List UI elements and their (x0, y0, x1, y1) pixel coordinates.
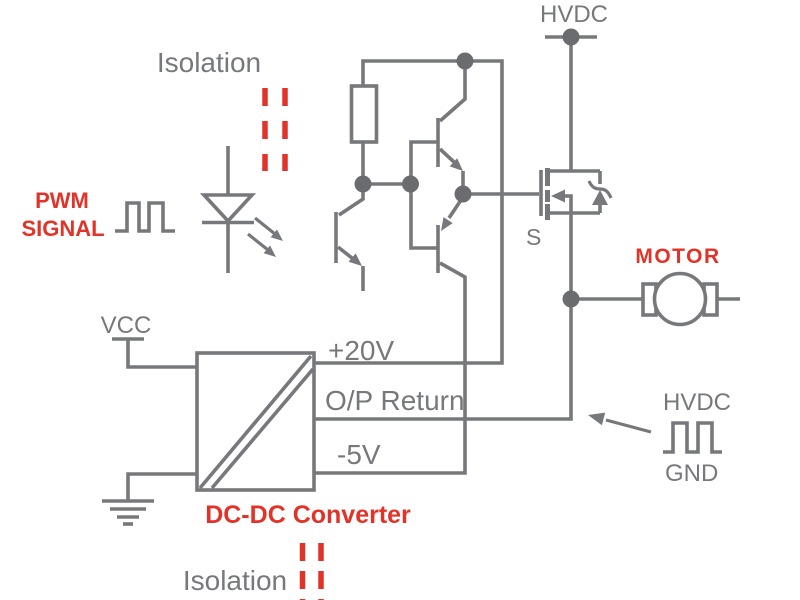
hvdc-gnd-label-line2: GND (665, 460, 718, 487)
isolation-barrier-icon-top (262, 88, 288, 171)
vcc-label: VCC (101, 312, 152, 339)
junction-dot (562, 290, 580, 308)
isolation-barrier-icon-bottom (299, 543, 324, 600)
pnp-transistor-icon (436, 217, 453, 273)
mosfet-icon (539, 168, 573, 220)
ground-icon (102, 472, 197, 526)
dcdc-converter-label: DC-DC Converter (205, 501, 411, 529)
rail-op-return-label: O/P Return (325, 385, 465, 416)
npn-transistor-icon (436, 118, 463, 171)
pwm-signal-label-line1: PWM (35, 188, 89, 213)
dcdc-converter-box (195, 351, 316, 492)
hvdc-supply-label: HVDC (540, 1, 608, 28)
junction-dot (562, 28, 580, 46)
hvdc-gnd-pulse-icon (663, 421, 722, 454)
pwm-signal-label-line2: SIGNAL (21, 216, 104, 241)
junction-dot (402, 175, 419, 193)
mosfet-source-label: S (526, 224, 541, 250)
hvdc-gnd-annotation (588, 412, 722, 454)
zener-diode-icon (587, 171, 613, 213)
isolation-top-label: Isolation (157, 47, 261, 78)
wires (314, 37, 740, 475)
junction-dot (354, 175, 372, 193)
led-icon (199, 146, 283, 273)
isolation-bottom-label: Isolation (183, 565, 287, 596)
junction-dot (454, 185, 472, 203)
motor-label: MOTOR (635, 245, 720, 268)
junction-dot (456, 52, 474, 70)
pwm-waveform-icon (115, 201, 175, 233)
rail-plus20v-label: +20V (328, 335, 394, 366)
vcc-terminal (112, 337, 197, 369)
hvdc-gnd-label-line1: HVDC (663, 389, 731, 416)
annotation-arrow-icon (588, 412, 652, 434)
rail-minus5v-label: -5V (337, 439, 381, 470)
motor-icon (641, 271, 719, 327)
phototransistor-icon (334, 184, 365, 291)
pullup-resistor-icon (349, 84, 379, 144)
junction-dots (354, 28, 580, 308)
